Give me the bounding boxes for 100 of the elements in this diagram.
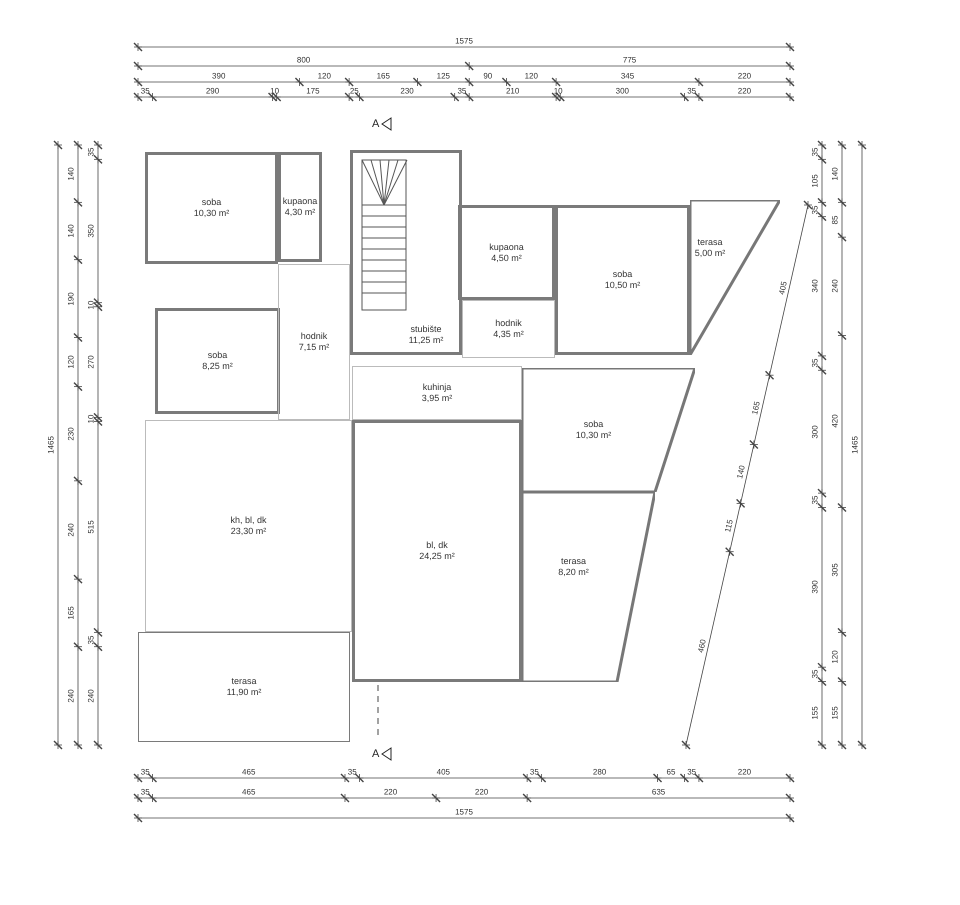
room-outline xyxy=(155,308,280,414)
dimension-label: 465 xyxy=(242,768,256,776)
dimension-label: 1575 xyxy=(455,808,473,816)
room-area: 3,95 m² xyxy=(422,393,452,404)
dimension-label: 390 xyxy=(810,580,820,594)
dimension-label: 175 xyxy=(306,86,320,96)
dimension-label: 35 xyxy=(140,768,150,776)
dimension-label: 155 xyxy=(830,706,840,720)
room-area: 24,25 m² xyxy=(419,551,455,562)
dimension-label: 165 xyxy=(66,606,76,620)
dimension-label: 25 xyxy=(350,86,359,96)
room-area: 23,30 m² xyxy=(230,526,266,537)
room-area: 11,90 m² xyxy=(226,687,262,698)
room-outline xyxy=(522,368,695,492)
dimension-label: 350 xyxy=(86,224,96,238)
dimension-label: 140 xyxy=(735,464,748,480)
dimension-label: 220 xyxy=(384,788,398,796)
dimension-label: 390 xyxy=(212,72,226,80)
dimension-label: 165 xyxy=(750,400,762,416)
dimension-label: 305 xyxy=(830,563,840,577)
dimension-label: 240 xyxy=(66,689,76,703)
dimension-label: 635 xyxy=(652,788,666,796)
dimension-label: 10 xyxy=(86,414,96,424)
dimension-label: 300 xyxy=(810,425,820,438)
dimension-label: 35 xyxy=(140,86,150,96)
dimension-label: 120 xyxy=(66,355,76,369)
dimension-label: 140 xyxy=(66,224,76,238)
room-outline xyxy=(462,300,555,358)
dimension-label: 240 xyxy=(66,523,76,537)
room-outline xyxy=(278,264,350,420)
room-area: 5,00 m² xyxy=(694,248,726,258)
room-name: kupaona xyxy=(282,196,318,207)
dimension-label: 210 xyxy=(506,86,520,96)
dimension-label: 515 xyxy=(86,520,96,534)
dimension-label: 90 xyxy=(483,72,492,80)
room-outline xyxy=(555,205,690,355)
dimension-label: 270 xyxy=(86,355,96,369)
dimension-label: 115 xyxy=(723,518,735,533)
dimension-label: 775 xyxy=(622,56,636,64)
dimension-label: 190 xyxy=(66,292,76,306)
dimension-label: 35 xyxy=(687,86,696,96)
dimension-label: 420 xyxy=(830,414,840,428)
dimension-label: 405 xyxy=(776,280,789,296)
dimension-label: 35 xyxy=(457,86,466,96)
dimension-label: 1575 xyxy=(455,36,473,46)
dimension-label: 1465 xyxy=(46,436,56,454)
room-outline xyxy=(145,420,352,632)
dimension-label: 240 xyxy=(830,280,840,293)
dimension-label: 460 xyxy=(696,638,708,654)
room-outline xyxy=(522,492,655,682)
dimension-label: 35 xyxy=(810,670,820,679)
dimension-label: 220 xyxy=(738,72,752,80)
room-area: 10,30 m² xyxy=(576,430,612,441)
dimension-label: 290 xyxy=(206,86,220,96)
section-mark-label: A xyxy=(372,748,380,760)
dimension-label: 220 xyxy=(738,86,752,96)
room-area: 7,15 m² xyxy=(298,342,330,353)
room-name: stubište xyxy=(410,324,442,335)
dimension-label: 465 xyxy=(242,788,256,796)
room-outline xyxy=(138,632,350,742)
section-mark-label: A xyxy=(372,118,380,130)
dimension-label: 230 xyxy=(66,427,76,440)
room-outline xyxy=(278,152,322,262)
dimension-label: 35 xyxy=(86,148,96,157)
dimension-label: 125 xyxy=(436,72,450,80)
room-area: 10,50 m² xyxy=(604,280,640,291)
room-name: bl, dk xyxy=(426,540,448,551)
dimension-label: 140 xyxy=(830,166,840,180)
dimension-label: 35 xyxy=(530,768,539,776)
dimension-label: 35 xyxy=(348,768,357,776)
room-area: 8,20 m² xyxy=(558,567,589,578)
room-outline xyxy=(145,152,278,264)
dimension-label: 10 xyxy=(86,300,96,310)
room-outline xyxy=(458,205,555,300)
room-name: hodnik xyxy=(300,331,328,342)
dimension-label: 800 xyxy=(296,56,310,64)
room-name: terasa xyxy=(697,236,722,248)
room-name: soba xyxy=(202,197,222,208)
dimension-label: 85 xyxy=(830,215,840,224)
room-area: 4,50 m² xyxy=(491,252,522,264)
room-outline xyxy=(690,200,780,355)
room-outline xyxy=(352,420,522,682)
dimension-label: 35 xyxy=(810,496,820,505)
room-name: kh, bl, dk xyxy=(230,515,267,526)
room-name: kuhinja xyxy=(422,382,452,393)
dimension-label: 405 xyxy=(436,768,450,776)
dimension-label: 35 xyxy=(810,205,820,214)
dimension-label: 220 xyxy=(474,788,488,796)
dimension-label: 10 xyxy=(270,86,280,96)
dimension-label: 155 xyxy=(810,706,820,720)
dimension-label: 345 xyxy=(620,72,634,80)
dimension-label: 65 xyxy=(666,768,676,776)
dimension-label: 240 xyxy=(86,689,96,703)
room-name: terasa xyxy=(560,556,586,567)
dimension-label: 35 xyxy=(810,358,820,368)
room-name: kupaona xyxy=(489,242,524,252)
dimension-label: 120 xyxy=(318,72,331,80)
room-outline xyxy=(352,366,522,420)
dimension-label: 220 xyxy=(738,768,752,776)
dimension-label: 35 xyxy=(140,788,150,796)
